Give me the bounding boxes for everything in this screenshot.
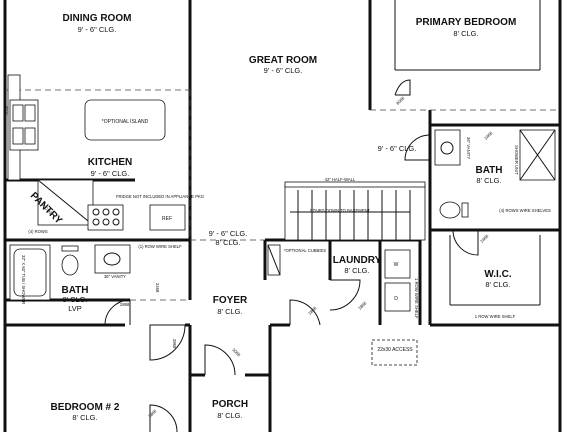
foyer-ceiling: 8' CLG. <box>217 307 242 316</box>
hall-bath-ceiling: 8' CLG. <box>62 295 87 304</box>
porch-ceiling: 8' CLG. <box>217 411 242 420</box>
dining-room-ceiling: 9' - 6" CLG. <box>78 25 117 34</box>
wic-name: W.I.C. <box>484 269 511 280</box>
bedroom2-name: BEDROOM # 2 <box>51 402 120 413</box>
door-tag-2468-b: 2468 <box>483 130 494 141</box>
hall-bath-floor: LVP <box>68 304 82 313</box>
access-note: 22x30 ACCESS <box>377 347 413 353</box>
laundry-fixtures <box>267 244 411 312</box>
dining-room-name: DINING ROOM <box>63 13 132 24</box>
door-swings <box>104 134 479 432</box>
kitchen-ceiling: 9' - 6" CLG. <box>91 169 130 178</box>
washer-label: W <box>394 262 399 268</box>
hall-vanity-note: 36" VANITY <box>104 274 126 279</box>
attic-access <box>371 339 418 366</box>
door-tag-2468-a: 2468 <box>155 283 160 293</box>
primary-vanity-note: 36" VANITY <box>466 137 471 159</box>
kitchen-name: KITCHEN <box>88 157 132 168</box>
stairs-note: STAIRS DOWN TO BASEMENT <box>310 208 371 213</box>
washer-icon <box>384 249 411 279</box>
dryer-label: D <box>394 296 398 302</box>
door-tag-2868-c: 2868 <box>307 305 318 316</box>
great-room-ceiling: 9' - 6" CLG. <box>264 66 303 75</box>
porch-name: PORCH <box>212 399 248 410</box>
shower-unit-note: SHOWER UNIT <box>514 145 519 175</box>
hall-bath-name: BATH <box>61 285 88 296</box>
door-tag-8068: 8068 <box>395 95 406 106</box>
primary-bedroom-name: PRIMARY BEDROOM <box>416 17 517 28</box>
door-tag-2868-e: 2868 <box>147 408 158 419</box>
laundry-name: LAUNDRY <box>333 255 382 266</box>
vanity-icon <box>434 129 461 166</box>
door-tag-3068: 3068 <box>231 347 242 358</box>
primary-bedroom-ceiling: 8' CLG. <box>453 29 478 38</box>
primary-bath-ceiling: 8' CLG. <box>476 176 501 185</box>
hall-bath-fixtures <box>9 244 131 301</box>
door-tag-2468-c: 2468 <box>479 233 490 244</box>
wic-shelf-note: 1 ROW WIRE SHELF <box>475 314 516 319</box>
laundry-ceiling: 8' CLG. <box>344 266 369 275</box>
annotations: *OPTIONAL ISLAND 42" HALF-WALL STAIRS DO… <box>4 95 551 419</box>
great-room-name: GREAT ROOM <box>249 55 317 66</box>
optional-island-note: *OPTIONAL ISLAND <box>102 119 149 125</box>
optional-island <box>84 99 166 141</box>
foyer-name: FOYER <box>213 295 248 306</box>
hall-ceiling-lower: 8' CLG. <box>215 238 240 247</box>
door-tag-2868-d: 2868 <box>357 300 368 311</box>
door-tag-2868-b: 2868 <box>172 339 177 349</box>
kitchen-fixtures <box>7 74 186 231</box>
dryer-icon <box>384 282 411 312</box>
tub-note: 32" X 60" TUB / SHOWER <box>21 255 26 304</box>
counter-dim: 2030 <box>4 105 9 115</box>
refrigerator <box>149 204 186 231</box>
pantry-rows-note: (4) ROWS <box>28 229 48 234</box>
primary-bedroom-ceiling <box>394 0 541 96</box>
hall-shelf-note: (1) ROW WIRE SHELF <box>138 244 182 249</box>
primary-bath-fixtures <box>434 129 556 219</box>
dashed-lines <box>5 89 560 301</box>
wic-ceiling: 8' CLG. <box>485 280 510 289</box>
bath-upper-ceiling: 9' - 6" CLG. <box>378 144 417 153</box>
wic-shelving <box>449 235 541 306</box>
ref-label: REF <box>162 216 172 222</box>
hall-vanity-icon <box>94 244 131 274</box>
primary-bath-name: BATH <box>475 165 502 176</box>
hall-ceiling-upper: 9' - 6" CLG. <box>209 229 248 238</box>
hall-toilet-icon <box>61 254 79 276</box>
stairs <box>284 181 426 241</box>
cubbies-note: *OPTIONAL CUBBIES <box>284 248 326 253</box>
fridge-note: FRIDGE NOT INCLUDED IN APPLIANCE PKG <box>116 194 204 199</box>
laundry-shelf-note: 1 ROW WIRE SHELF <box>414 278 419 319</box>
wic-rows-note: (4) ROWS WIRE SHELVES <box>499 208 551 213</box>
half-wall-note: 42" HALF-WALL <box>325 177 356 182</box>
door-tag-2868-a: 2868 <box>120 302 130 307</box>
bedroom2-ceiling: 8' CLG. <box>72 413 97 422</box>
toilet-icon <box>439 201 461 219</box>
